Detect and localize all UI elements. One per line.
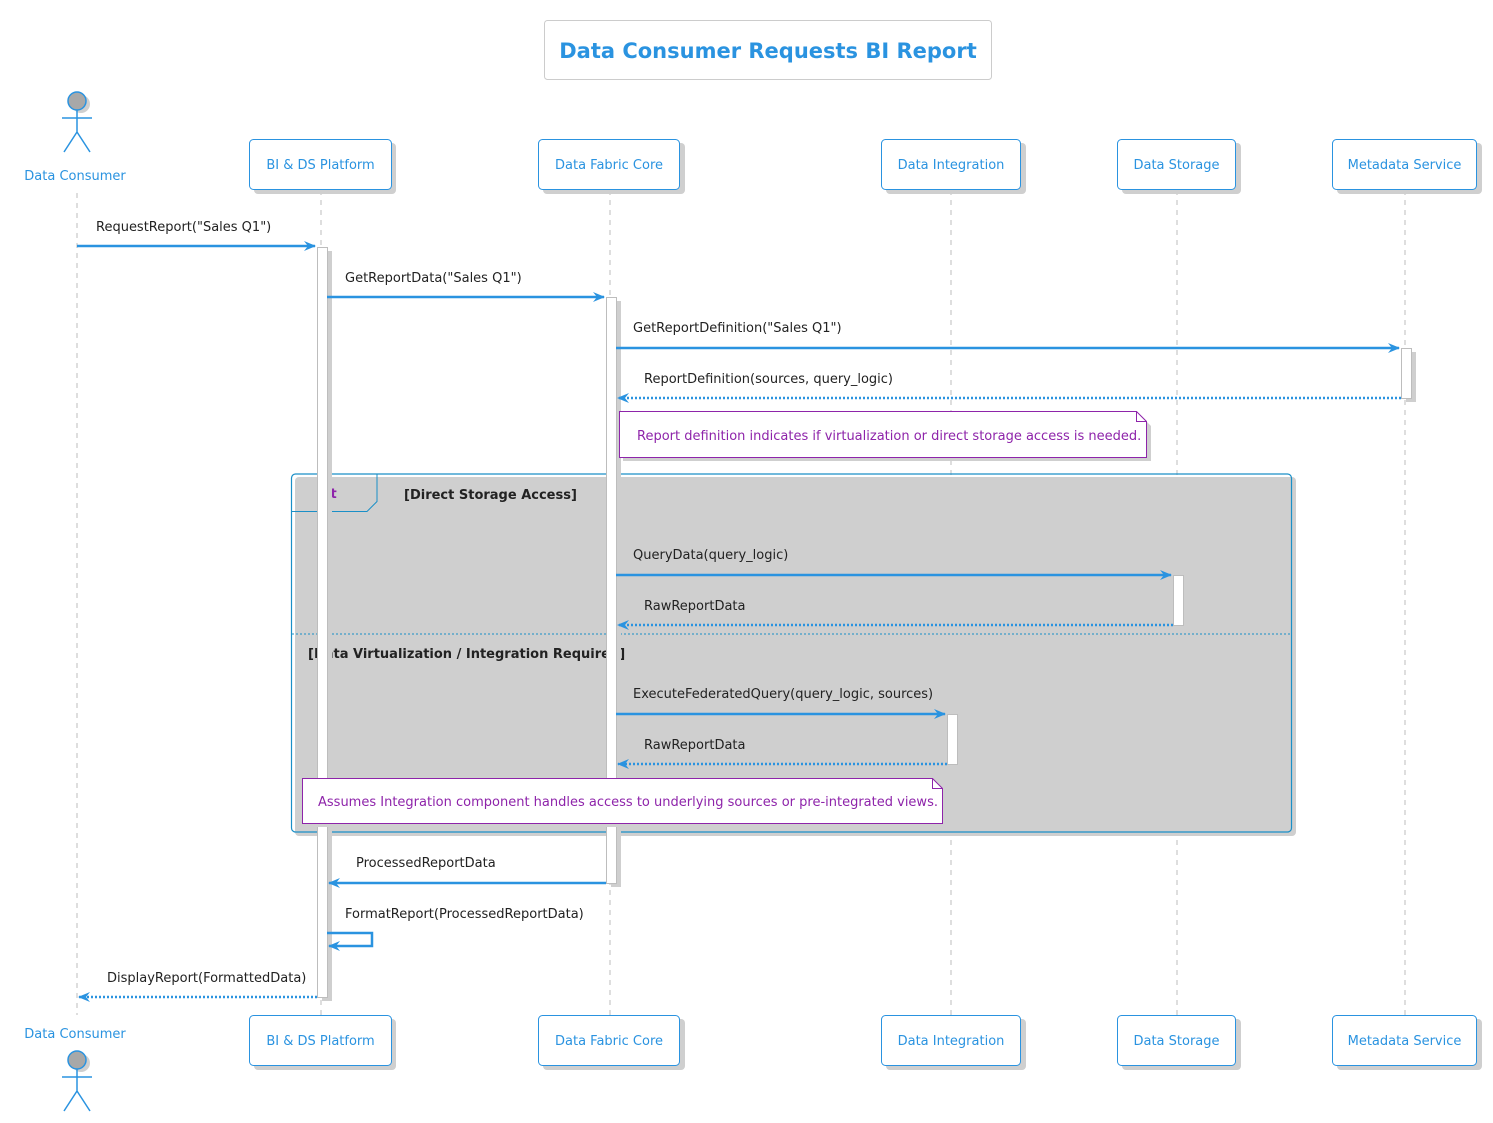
participants-bottom: Data Consumer BI & DS Platform Data Fabr… [24,1015,1483,1112]
note-box [302,778,943,824]
participant-box [881,139,1021,190]
actor-label: Data Consumer [24,169,126,184]
message-arrow [327,931,374,951]
notes: Report definition indicates if virtualiz… [302,411,1152,828]
message-display-report[interactable]: DisplayReport(FormattedData) [78,971,317,1002]
participant-label: Data Fabric Core [555,1034,663,1049]
message-get-report-data[interactable]: GetReportData("Sales Q1") [327,271,605,302]
participant-data-integration-bottom[interactable]: Data Integration [881,1015,1027,1071]
activation-integration [947,714,958,765]
participant-label: BI & DS Platform [266,158,374,173]
note-integration-assumption[interactable]: Assumes Integration component handles ac… [302,778,948,828]
participant-box [249,139,392,190]
message-label: RequestReport("Sales Q1") [96,220,271,235]
message-processed-report-data[interactable]: ProcessedReportData [328,856,606,888]
message-label: RawReportData [644,599,745,614]
actor-label: Data Consumer [24,1027,126,1042]
participant-label: Data Storage [1133,1034,1219,1049]
alt-guard-virtualization: [Data Virtualization / Integration Requi… [308,647,625,662]
participant-label: Data Storage [1133,158,1219,173]
participant-label: Data Fabric Core [555,158,663,173]
participant-label: Metadata Service [1348,1034,1462,1049]
note-text: Report definition indicates if virtualiz… [637,429,1141,444]
message-get-report-definition[interactable]: GetReportDefinition("Sales Q1") [616,321,1400,353]
participants-top: Data Consumer BI & DS Platform Data Fabr… [24,91,1483,195]
actor-head-icon [67,91,87,111]
participant-data-storage-top[interactable]: Data Storage [1117,139,1242,195]
message-label: RawReportData [644,738,745,753]
activation-fabric [606,297,617,884]
participant-box [1117,139,1236,190]
participant-box [249,1015,392,1066]
participant-label: Data Integration [898,158,1005,173]
note-fold-icon [1136,411,1147,422]
title-box [544,20,992,80]
note-report-definition[interactable]: Report definition indicates if virtualiz… [619,411,1152,462]
participant-data-integration-top[interactable]: Data Integration [881,139,1027,195]
alt-frame: alt [Direct Storage Access] [Data Virtua… [290,473,1296,836]
participant-data-fabric-core-top[interactable]: Data Fabric Core [538,139,686,195]
message-query-data[interactable]: QueryData(query_logic) [616,548,1172,580]
message-label: GetReportDefinition("Sales Q1") [633,321,842,336]
message-label: ReportDefinition(sources, query_logic) [644,372,893,387]
participant-label: Metadata Service [1348,158,1462,173]
participant-bi-ds-platform-bottom[interactable]: BI & DS Platform [249,1015,397,1071]
participant-metadata-service-top[interactable]: Metadata Service [1332,139,1483,195]
note-box [619,411,1147,458]
participant-box [881,1015,1021,1066]
actor-head-icon [67,1050,87,1070]
participant-box [1117,1015,1236,1066]
note-fold-icon [932,778,943,789]
message-label: DisplayReport(FormattedData) [107,971,306,986]
activation-storage [1173,575,1184,626]
message-format-report-self[interactable]: FormatReport(ProcessedReportData) [327,907,584,951]
activation-bars [317,247,1416,1001]
participant-bi-ds-platform-top[interactable]: BI & DS Platform [249,139,397,195]
participant-label: Data Integration [898,1034,1005,1049]
participant-data-storage-bottom[interactable]: Data Storage [1117,1015,1242,1071]
participant-label: BI & DS Platform [266,1034,374,1049]
actor-data-consumer-top[interactable]: Data Consumer [24,91,126,184]
participant-metadata-service-bottom[interactable]: Metadata Service [1332,1015,1483,1071]
alt-frame-shadow [295,477,1296,836]
message-label: ExecuteFederatedQuery(query_logic, sourc… [633,687,933,702]
participant-box [1332,1015,1477,1066]
note-text: Assumes Integration component handles ac… [318,795,938,810]
participant-box [538,1015,680,1066]
participant-box [538,139,680,190]
diagram-title: Data Consumer Requests BI Report [544,20,992,80]
actor-body-icon [62,1069,92,1112]
message-raw-report-data-storage[interactable]: RawReportData [617,599,1173,630]
activation-metadata [1401,348,1412,399]
actor-data-consumer-bottom[interactable]: Data Consumer [24,1027,126,1112]
message-label: ProcessedReportData [356,856,496,871]
alt-guard-direct-storage: [Direct Storage Access] [404,488,577,503]
message-request-report[interactable]: RequestReport("Sales Q1") [77,220,316,251]
alt-frame-border [290,473,1293,833]
message-raw-report-data-integration[interactable]: RawReportData [617,738,947,769]
message-label: QueryData(query_logic) [633,548,788,563]
messages: RequestReport("Sales Q1") GetReportData(… [77,220,1401,1002]
title-text: Data Consumer Requests BI Report [559,39,977,63]
message-report-definition-return[interactable]: ReportDefinition(sources, query_logic) [617,372,1401,403]
activation-bi [317,247,328,998]
participant-data-fabric-core-bottom[interactable]: Data Fabric Core [538,1015,686,1071]
actor-body-icon [62,110,92,153]
message-label: FormatReport(ProcessedReportData) [345,907,584,922]
participant-box [1332,139,1477,190]
message-label: GetReportData("Sales Q1") [345,271,522,286]
message-execute-federated-query[interactable]: ExecuteFederatedQuery(query_logic, sourc… [616,687,946,719]
